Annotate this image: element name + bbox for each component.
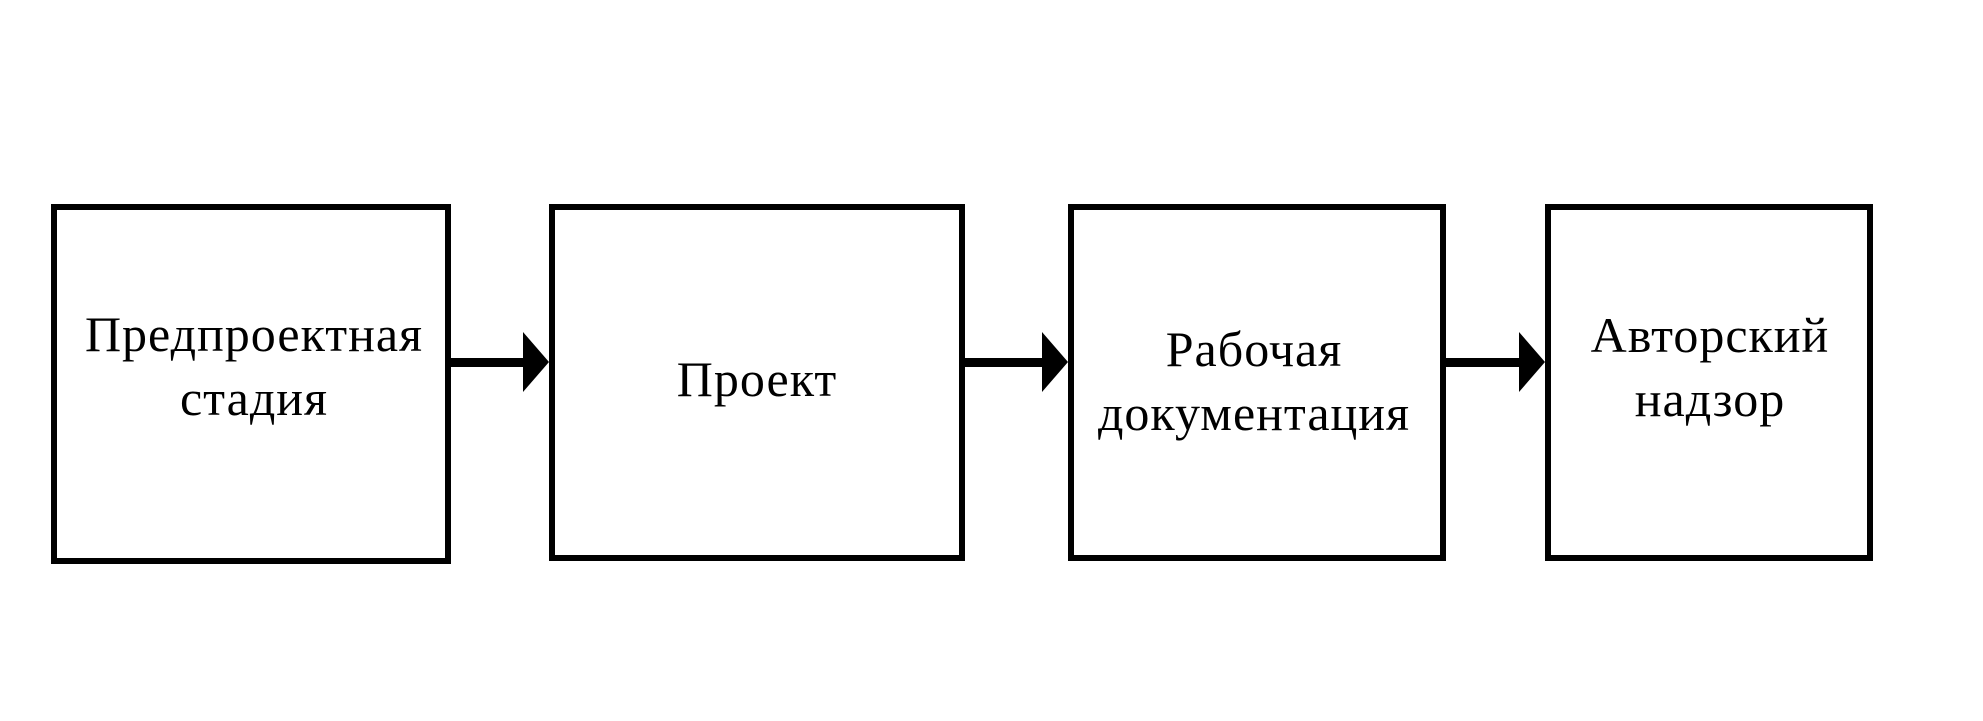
arrow-head-icon [523, 332, 549, 392]
node-label: Авторский надзор [1590, 306, 1830, 427]
node-pre-project-stage: Предпроектная стадия [51, 204, 451, 564]
flow-arrow [965, 332, 1068, 392]
node-working-documentation: Рабочая документация [1068, 204, 1446, 561]
arrow-shaft [451, 358, 527, 367]
arrow-shaft [1446, 358, 1523, 367]
arrow-shaft [965, 358, 1046, 367]
arrow-head-icon [1042, 332, 1068, 392]
node-label: Предпроектная стадия [84, 306, 424, 426]
node-label: Рабочая документация [1097, 320, 1411, 441]
node-author-supervision: Авторский надзор [1545, 204, 1873, 561]
arrow-head-icon [1519, 332, 1545, 392]
node-project: Проект [549, 204, 965, 561]
node-label: Проект [676, 350, 838, 407]
flow-arrow [1446, 332, 1545, 392]
flow-arrow [451, 332, 549, 392]
